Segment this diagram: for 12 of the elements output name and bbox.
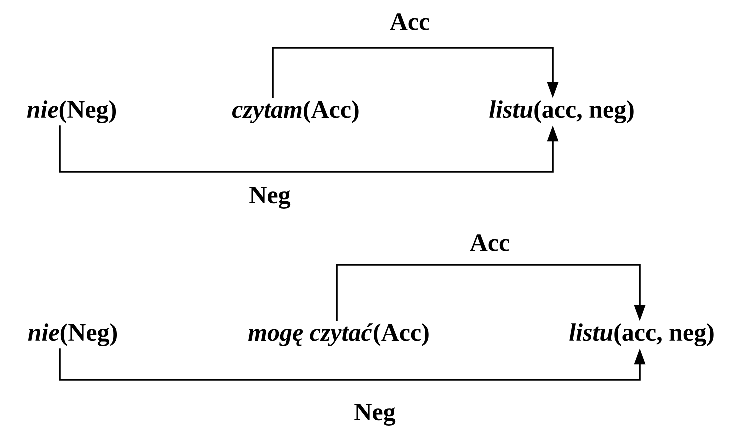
edge-label: Neg	[250, 187, 291, 209]
bracket-arrow	[272, 47, 559, 98]
word-label: nie(Neg)	[28, 324, 118, 346]
edge-label: Acc	[390, 14, 430, 30]
word-label: mogę czytać(Acc)	[248, 324, 429, 346]
word-label: listu(acc, neg)	[490, 100, 634, 124]
word-label: nie(Neg)	[27, 100, 116, 124]
word-label: czytam(Acc)	[232, 100, 359, 124]
word-label: listu(acc, neg)	[570, 324, 714, 346]
bracket-arrow	[336, 264, 646, 322]
edge-label: Neg	[354, 404, 396, 426]
edge-label: Acc	[470, 234, 510, 252]
